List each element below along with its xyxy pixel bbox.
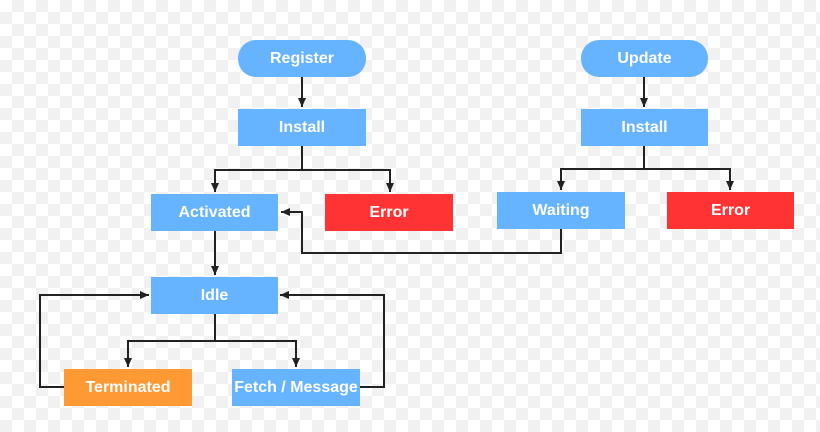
idle-node: Idle [151, 277, 278, 314]
install-node-left: Install [238, 109, 366, 146]
waiting-node: Waiting [497, 192, 625, 229]
edge-waiting-to-activated [281, 208, 562, 254]
install-node-right: Install [581, 109, 708, 146]
edge-install-left-to-error-left [302, 169, 394, 192]
terminated-node: Terminated [64, 369, 192, 406]
fetch-message-node: Fetch / Message [232, 369, 360, 406]
error-node-left: Error [325, 194, 453, 231]
error-node-right: Error [667, 192, 794, 229]
edge-fetch-message-to-idle [280, 291, 385, 388]
edge-install-right-to-error-right [644, 168, 734, 190]
update-node: Update [581, 40, 708, 77]
activated-node: Activated [151, 194, 278, 231]
edge-idle-to-terminated [124, 314, 216, 367]
edge-terminated-to-idle [39, 291, 149, 388]
edge-install-right-to-waiting [557, 146, 645, 190]
edge-install-left-to-activated [211, 146, 303, 192]
register-node: Register [238, 40, 366, 77]
edge-idle-to-fetch-message [215, 340, 300, 367]
